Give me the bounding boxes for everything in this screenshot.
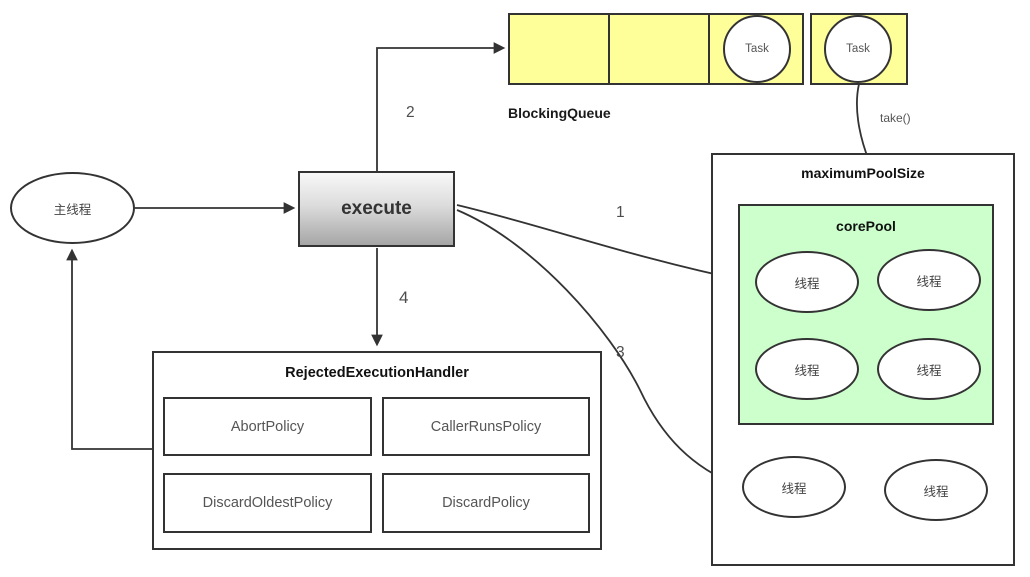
blocking-queue-segment-2: Task: [810, 13, 908, 85]
task-label: Task: [846, 43, 870, 55]
thread-ellipse-3: 线程: [755, 338, 859, 400]
core-pool-box: corePool 线程 线程 线程 线程: [738, 204, 994, 425]
task-circle-1: Task: [723, 15, 791, 83]
main-thread-label: 主线程: [53, 202, 92, 217]
step-label-4: 4: [399, 288, 409, 307]
take-label: take(): [880, 111, 911, 125]
rejected-handler-title: RejectedExecutionHandler: [285, 365, 469, 381]
policy-discard: DiscardPolicy: [382, 473, 590, 533]
rejected-handler-box: RejectedExecutionHandler AbortPolicy Cal…: [152, 351, 602, 550]
blocking-queue-title: BlockingQueue: [508, 105, 611, 121]
task-label: Task: [745, 43, 769, 55]
blocking-queue-segment-1: Task: [508, 13, 804, 85]
queue-cell-divider: [708, 15, 710, 83]
maximum-pool-box: maximumPoolSize corePool 线程 线程 线程 线程 线程 …: [711, 153, 1015, 566]
thread-label: 线程: [916, 363, 942, 378]
thread-label: 线程: [781, 481, 807, 496]
policy-abort: AbortPolicy: [163, 397, 372, 456]
execute-box: execute: [298, 171, 455, 247]
policy-caller-runs-label: CallerRunsPolicy: [430, 418, 542, 435]
policy-abort-label: AbortPolicy: [230, 418, 305, 435]
core-pool-title: corePool: [836, 218, 896, 234]
thread-ellipse-2: 线程: [877, 249, 981, 311]
arrow-execute-to-queue: [376, 42, 506, 171]
policy-caller-runs: CallerRunsPolicy: [382, 397, 590, 456]
arrow-handler-to-main: [66, 248, 152, 450]
policy-discard-label: DiscardPolicy: [442, 495, 530, 511]
thread-label: 线程: [794, 363, 820, 378]
step-label-2: 2: [406, 104, 415, 121]
thread-ellipse-1: 线程: [755, 251, 859, 313]
arrow-execute-to-corepool: [456, 204, 749, 285]
thread-label: 线程: [794, 276, 820, 291]
main-thread-ellipse: 主线程: [10, 172, 135, 244]
extra-thread-ellipse-1: 线程: [742, 456, 846, 518]
task-circle-2: Task: [824, 15, 892, 83]
thread-label: 线程: [916, 274, 942, 289]
policy-discard-oldest-label: DiscardOldestPolicy: [202, 495, 333, 511]
extra-thread-ellipse-2: 线程: [884, 459, 988, 521]
maximum-pool-title: maximumPoolSize: [801, 165, 925, 181]
step-label-3: 3: [616, 344, 625, 361]
execute-label: execute: [341, 198, 412, 219]
policy-discard-oldest: DiscardOldestPolicy: [163, 473, 372, 533]
step-label-1: 1: [616, 204, 625, 221]
thread-label: 线程: [923, 484, 949, 499]
thread-ellipse-4: 线程: [877, 338, 981, 400]
queue-cell-divider: [608, 15, 610, 83]
